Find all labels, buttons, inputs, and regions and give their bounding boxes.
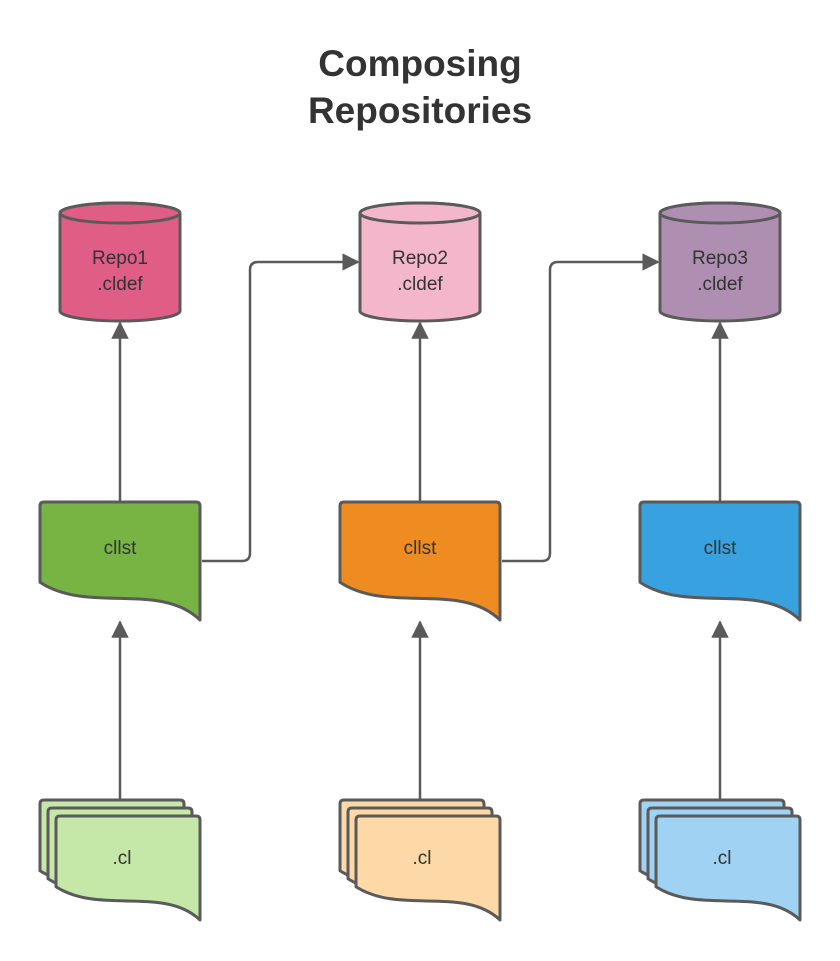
repo-3-cylinder: Repo3 .cldef xyxy=(658,201,782,323)
cllst-1-label: cllst xyxy=(104,538,137,559)
nodes: Repo1 .cldef cllst .cl Repo2 .cldef cllst .cl Re… xyxy=(38,201,802,922)
repo-1-label-line1: Repo1 xyxy=(92,248,148,269)
cllst-3-document: cllst xyxy=(638,500,802,622)
repo-1-cylinder: Repo1 .cldef xyxy=(58,201,182,323)
edge-cllst-2-to-repo-3 xyxy=(502,253,660,563)
repo-2-label-line1: Repo2 xyxy=(392,248,448,269)
repo-2-cylinder: Repo2 .cldef xyxy=(358,201,482,323)
cllst-1-document: cllst xyxy=(38,500,202,622)
cllst-2-label: cllst xyxy=(404,538,437,559)
repo-1-label-line2: .cldef xyxy=(97,274,143,295)
cl-files-3-stack: .cl xyxy=(638,798,802,922)
edge-cllst-1-to-repo-2 xyxy=(202,253,360,563)
repo-3-label-line2: .cldef xyxy=(697,274,743,295)
cl-files-1-label: .cl xyxy=(113,848,132,869)
repo-2-label-line2: .cldef xyxy=(397,274,443,295)
title-line-1: Composing xyxy=(318,43,521,84)
cl-files-2-stack: .cl xyxy=(338,798,502,922)
title-line-2: Repositories xyxy=(308,90,532,131)
cl-files-3-label: .cl xyxy=(713,848,732,869)
cl-files-1-stack: .cl xyxy=(38,798,202,922)
repo-3-label-line1: Repo3 xyxy=(692,248,748,269)
cllst-3-label: cllst xyxy=(704,538,737,559)
cl-files-2-label: .cl xyxy=(413,848,432,869)
edges xyxy=(111,253,729,800)
cllst-2-document: cllst xyxy=(338,500,502,622)
